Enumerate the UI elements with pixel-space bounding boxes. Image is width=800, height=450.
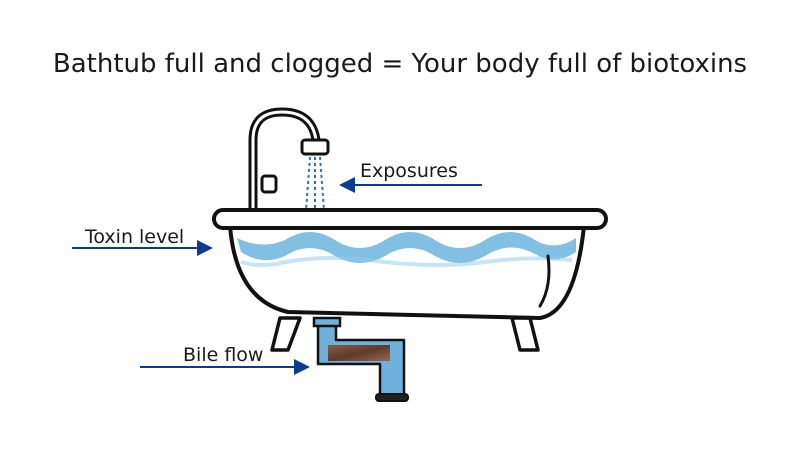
- toxin-level-label: Toxin level: [85, 226, 185, 248]
- bathtub: [212, 208, 608, 320]
- diagram-title: Bathtub full and clogged = Your body ful…: [52, 49, 748, 79]
- bile-flow-label: Bile flow: [183, 344, 264, 366]
- bile-clog: [328, 345, 390, 361]
- faucet-stream: [305, 156, 325, 212]
- faucet: [248, 107, 330, 213]
- drain-pipe: [312, 316, 409, 402]
- exposures-label: Exposures: [360, 160, 458, 182]
- water-level: [237, 232, 576, 263]
